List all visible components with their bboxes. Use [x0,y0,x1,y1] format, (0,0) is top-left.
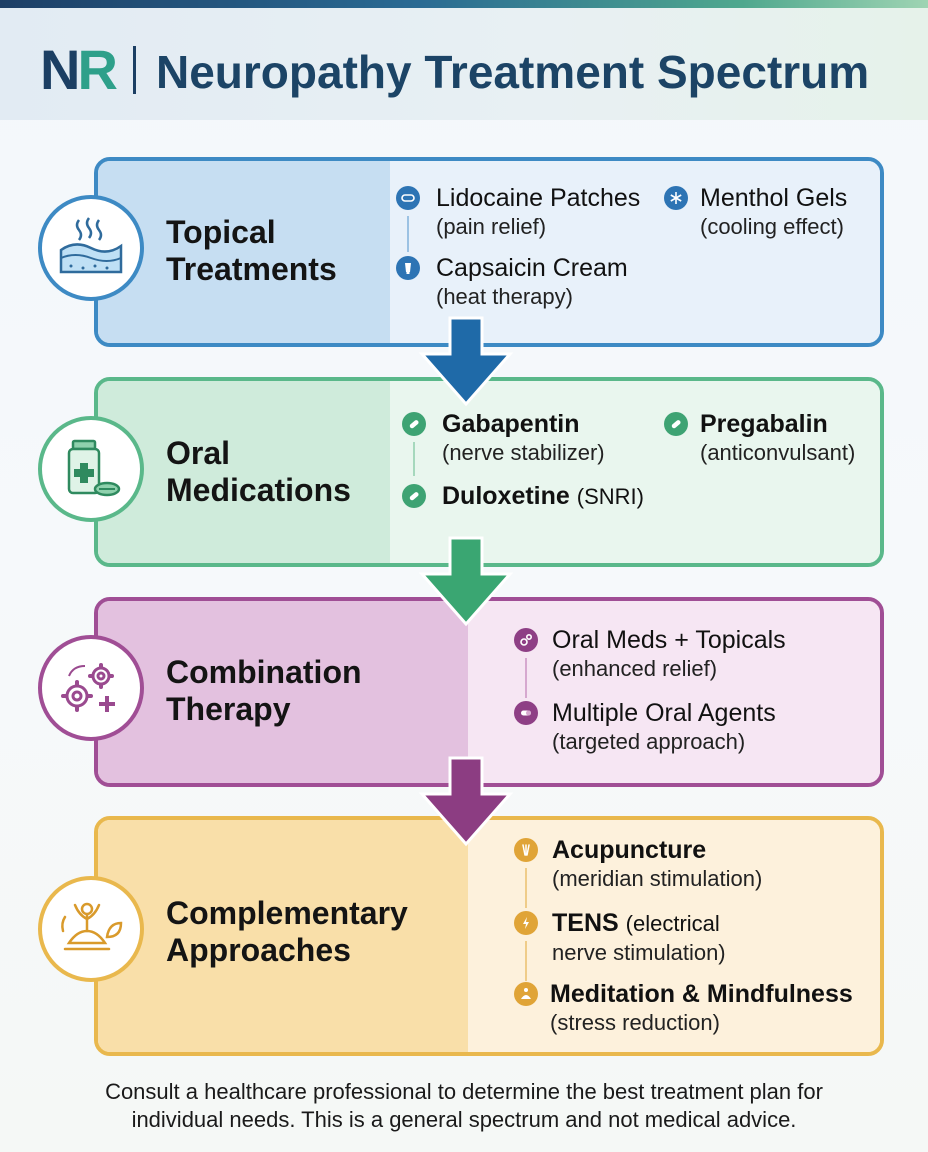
pill-icon [402,484,426,508]
arrow-down-icon [418,536,514,627]
top-accent-bar [0,0,928,8]
list-item: TENS (electrical nerve stimulation) [552,909,726,965]
snowflake-icon [664,186,688,210]
electric-pulse-icon [514,911,538,935]
list-item: Pregabalin (anticonvulsant) [700,410,856,465]
arrow-down-icon [418,316,514,407]
list-item: Acupuncture (meridian stimulation) [552,836,763,891]
gears-icon [514,628,538,652]
cream-tube-icon [396,256,420,280]
pill-icon [664,412,688,436]
logo-divider [133,46,136,94]
oral-medications-card [94,377,884,567]
meditation-leaf-icon [38,876,144,982]
page-title: Neuropathy Treatment Spectrum [156,46,870,98]
topical-treatments-card [94,157,884,347]
patch-icon [396,186,420,210]
needles-icon [514,838,538,862]
list-item: Capsaicin Cream (heat therapy) [436,254,628,309]
gears-plus-icon [38,635,144,741]
list-item: Meditation & Mindfulness (stress reducti… [550,980,853,1035]
list-item: Duloxetine (SNRI) [442,482,644,510]
complementary-approaches-card [94,816,884,1056]
combination-therapy-card [94,597,884,787]
capsule-icon [514,701,538,725]
medicine-bottle-icon [38,416,144,522]
pill-icon [402,412,426,436]
list-item: Multiple Oral Agents (targeted approach) [552,699,776,754]
disclaimer: Consult a healthcare professional to det… [105,1079,823,1132]
list-item: Oral Meds + Topicals (enhanced relief) [552,626,786,681]
meditation-icon [514,982,538,1006]
arrow-down-icon [418,756,514,847]
list-item: Gabapentin (nerve stabilizer) [442,410,605,465]
list-item: Lidocaine Patches (pain relief) [436,184,641,239]
skin-layer-heat-icon [38,195,144,301]
header: NR Neuropathy Treatment Spectrum [0,8,928,120]
logo: NR [40,38,118,101]
list-item: Menthol Gels (cooling effect) [700,184,848,239]
